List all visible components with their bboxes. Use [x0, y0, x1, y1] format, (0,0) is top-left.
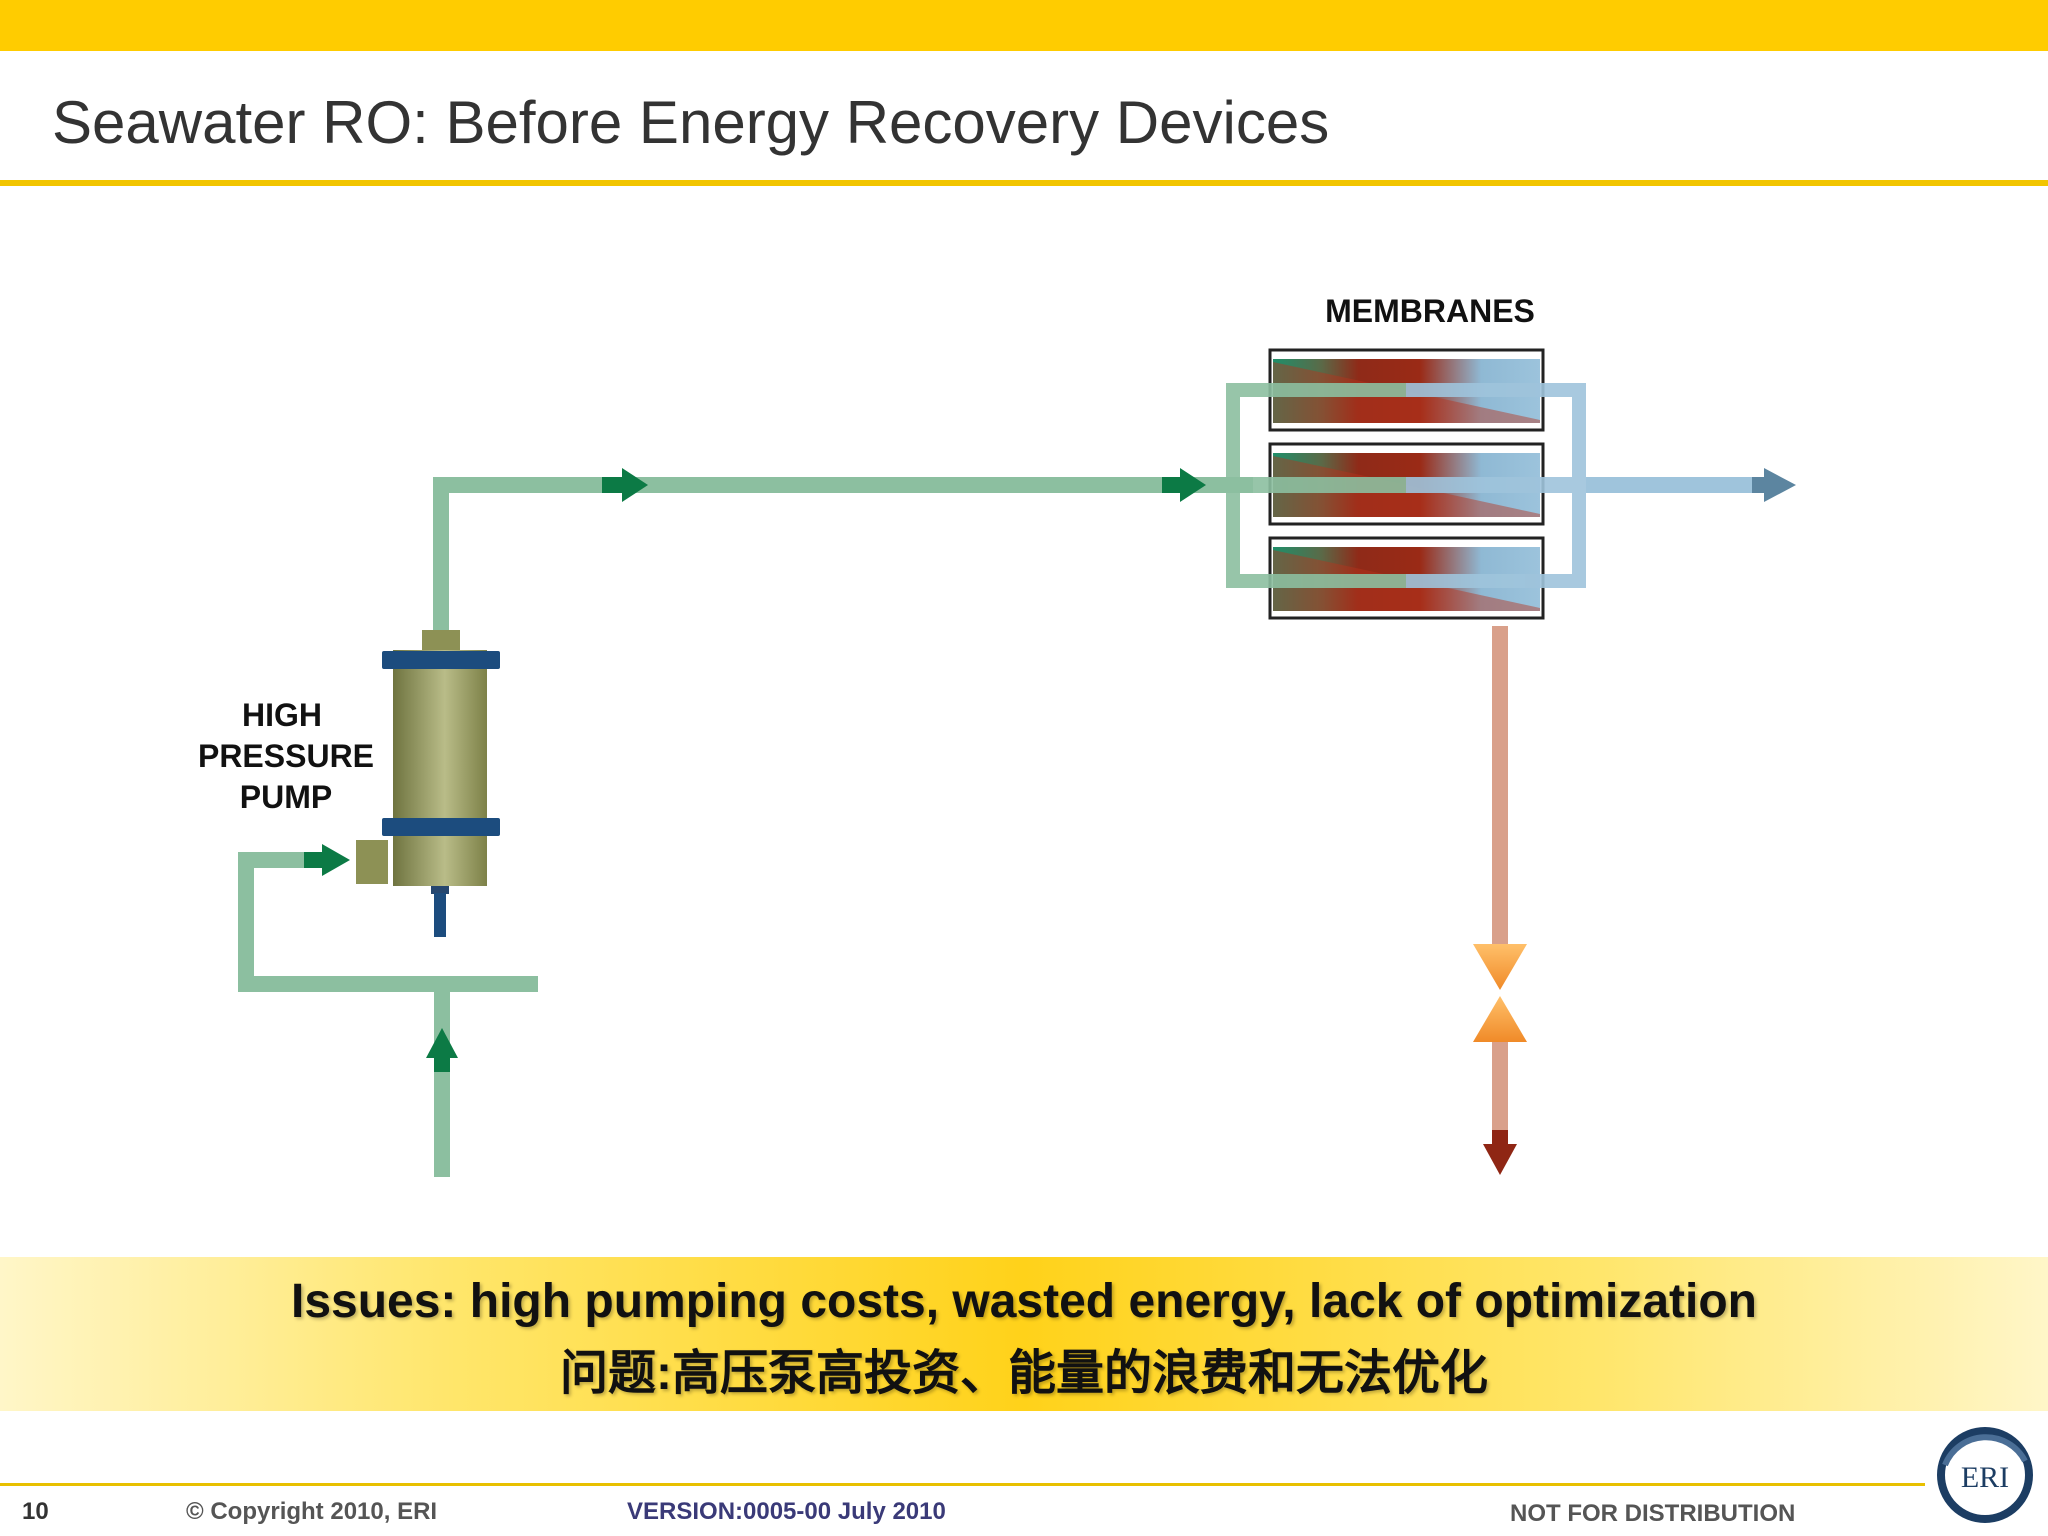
title-divider — [0, 180, 2048, 186]
feed-manifold — [1226, 383, 1406, 588]
pump-label-line-2: PRESSURE — [198, 738, 374, 774]
pump-label-line-3: PUMP — [240, 779, 332, 815]
feed-flow-arrow-icon — [602, 468, 648, 502]
version-text: VERSION:0005-00 July 2010 — [627, 1498, 946, 1525]
issues-english-text: Issues: high pumping costs, wasted energ… — [290, 1275, 1757, 1328]
brine-discharge-arrow-icon — [1483, 1130, 1517, 1175]
permeate-outlet-arrow-icon — [1752, 468, 1796, 502]
slide-title: Seawater RO: Before Energy Recovery Devi… — [52, 89, 1330, 156]
issues-banner — [0, 1257, 2048, 1411]
feed-inlet-arrow-icon — [426, 1028, 458, 1072]
pump-label-line-1: HIGH — [242, 697, 322, 733]
pump-inlet-arrow-icon — [304, 844, 350, 876]
logo-text: ERI — [1961, 1461, 2009, 1494]
pressure-reducing-valve — [1473, 944, 1527, 1042]
brine-reject-pipe — [1492, 626, 1508, 1152]
footer-divider — [0, 1483, 1925, 1486]
high-pressure-pump — [356, 630, 500, 937]
issues-chinese-text: 问题:高压泵高投资、能量的浪费和无法优化 — [560, 1347, 1488, 1400]
page-number: 10 — [22, 1498, 49, 1525]
membranes-label: MEMBRANES — [1325, 293, 1535, 329]
distribution-notice: NOT FOR DISTRIBUTION — [1510, 1500, 1796, 1527]
permeate-manifold — [1406, 383, 1586, 588]
feed-supply-pipe — [238, 852, 538, 1177]
high-pressure-feed-pipe — [433, 477, 1253, 635]
copyright-text: © Copyright 2010, ERI — [186, 1498, 438, 1525]
permeate-outlet-pipe — [1586, 477, 1766, 493]
eri-logo: ERI — [1937, 1427, 2033, 1523]
membrane-feed-arrow-icon — [1162, 468, 1206, 502]
top-brand-band — [0, 0, 2048, 51]
